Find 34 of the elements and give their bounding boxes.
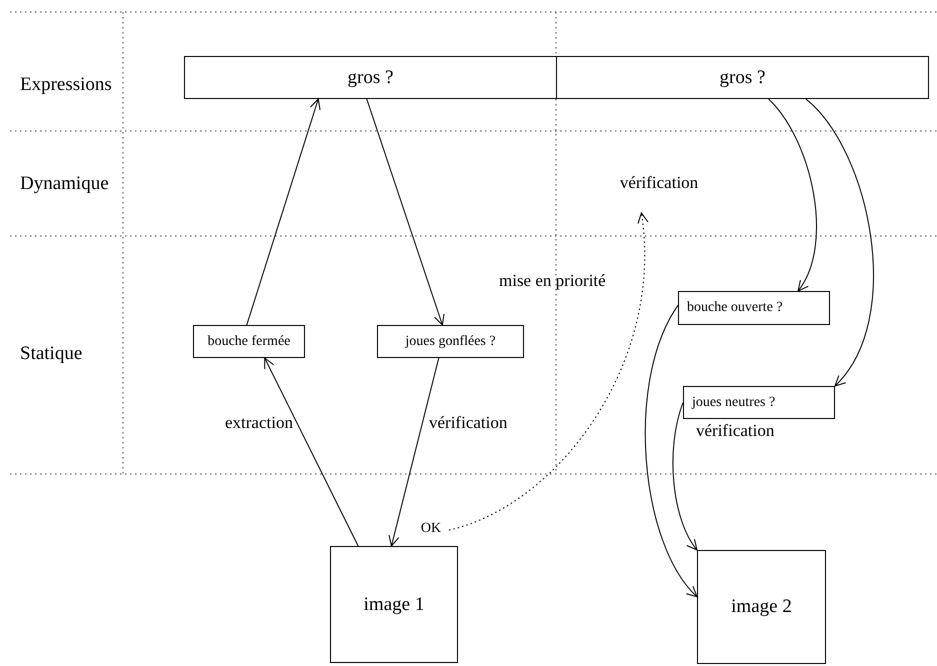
- box-label: joues neutres ?: [692, 394, 776, 410]
- arrow: [264, 358, 359, 546]
- box-label: image 2: [731, 596, 792, 618]
- arrow: [672, 402, 698, 550]
- box-label: bouche ouverte ?: [687, 300, 783, 316]
- dotted-arrow: [448, 212, 648, 531]
- arrow: [246, 98, 321, 326]
- process-box: [683, 386, 835, 419]
- arrow: [805, 98, 874, 386]
- process-box: [556, 56, 929, 99]
- box-label: gros ?: [720, 66, 766, 88]
- arrow: [366, 98, 444, 326]
- process-box: [678, 291, 830, 325]
- arrow: [644, 304, 698, 598]
- edge-label: vérification: [429, 413, 508, 433]
- box-label: image 1: [364, 594, 424, 616]
- edge-label: mise en priorité: [499, 271, 606, 291]
- process-box: [184, 56, 557, 99]
- node-text: OK: [413, 518, 449, 540]
- row-label: Dynamique: [20, 173, 109, 195]
- edge-label: extraction: [225, 413, 293, 433]
- process-box: [330, 546, 458, 663]
- arrow: [388, 358, 440, 546]
- arrow: [768, 98, 817, 292]
- box-label: joues gonflées ?: [405, 334, 496, 350]
- process-box: [377, 325, 524, 358]
- process-box: [193, 325, 305, 358]
- row-label: Statique: [20, 343, 82, 365]
- row-label: Expressions: [20, 74, 112, 96]
- node-text: vérification: [604, 170, 714, 196]
- process-box: [697, 550, 826, 664]
- box-label: bouche fermée: [208, 334, 290, 350]
- edge-label: vérification: [696, 421, 774, 441]
- box-label: gros ?: [348, 66, 394, 88]
